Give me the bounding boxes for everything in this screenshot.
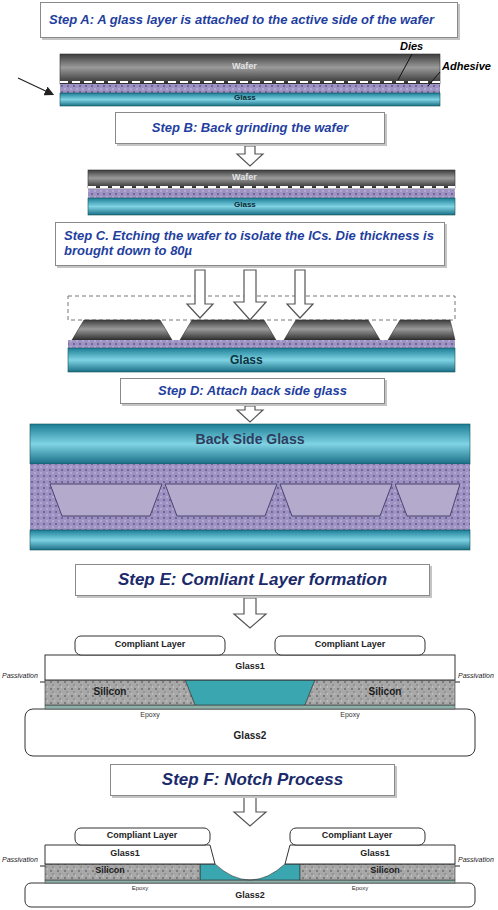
step-title: Step A: A glass layer is attached to the…: [49, 13, 449, 28]
part-label: Dies: [400, 40, 423, 52]
part-label: Passivation: [458, 856, 494, 864]
part-label: Silicon: [370, 866, 400, 876]
part-label: Glass2: [235, 891, 265, 901]
part-label: Silicon: [369, 686, 402, 697]
part-label: Passivation: [2, 856, 38, 864]
step-title: Step C. Etching the wafer to isolate the…: [64, 229, 436, 259]
part-label: Glass1: [360, 849, 390, 859]
part-label: Epoxy: [352, 885, 369, 892]
part-label: Wafer: [232, 173, 257, 183]
part-label: Glass2: [234, 730, 267, 741]
part-label: Epoxy: [140, 711, 159, 719]
part-label: Silicon: [95, 866, 125, 876]
part-label: Silicon: [94, 686, 127, 697]
part-label: Wafer: [232, 62, 257, 72]
part-label: Glass: [234, 201, 256, 210]
step-box: Step C. Etching the wafer to isolate the…: [55, 222, 445, 266]
part-label: Compliant Layer: [115, 640, 186, 650]
part-label: Passivation: [458, 672, 494, 680]
step-box: Step E: Comliant Layer formation: [75, 564, 430, 596]
part-label: Glass: [234, 94, 256, 103]
part-label: Glass1: [235, 662, 265, 672]
part-label: Compliant Layer: [315, 640, 386, 650]
step-box: Step F: Notch Process: [110, 764, 395, 796]
part-label: Back Side Glass: [196, 432, 305, 447]
step-title: Step D: Attach back side glass: [129, 384, 376, 399]
step-title: Step E: Comliant Layer formation: [84, 570, 421, 590]
step-box: Step D: Attach back side glass: [120, 378, 385, 404]
step-title: Step B: Back grinding the wafer: [124, 121, 376, 136]
part-label: Passivation: [2, 672, 38, 680]
step-title: Step F: Notch Process: [119, 770, 386, 790]
part-label: Epoxy: [132, 885, 149, 892]
part-label: Glass: [230, 354, 263, 367]
step-box: Step A: A glass layer is attached to the…: [40, 2, 458, 38]
part-label: Adhesive: [442, 60, 491, 72]
part-label: Compliant Layer: [322, 831, 393, 841]
part-label: Epoxy: [340, 711, 359, 719]
part-label: Glass1: [110, 849, 140, 859]
step-box: Step B: Back grinding the wafer: [115, 112, 385, 144]
part-label: Compliant Layer: [107, 831, 178, 841]
